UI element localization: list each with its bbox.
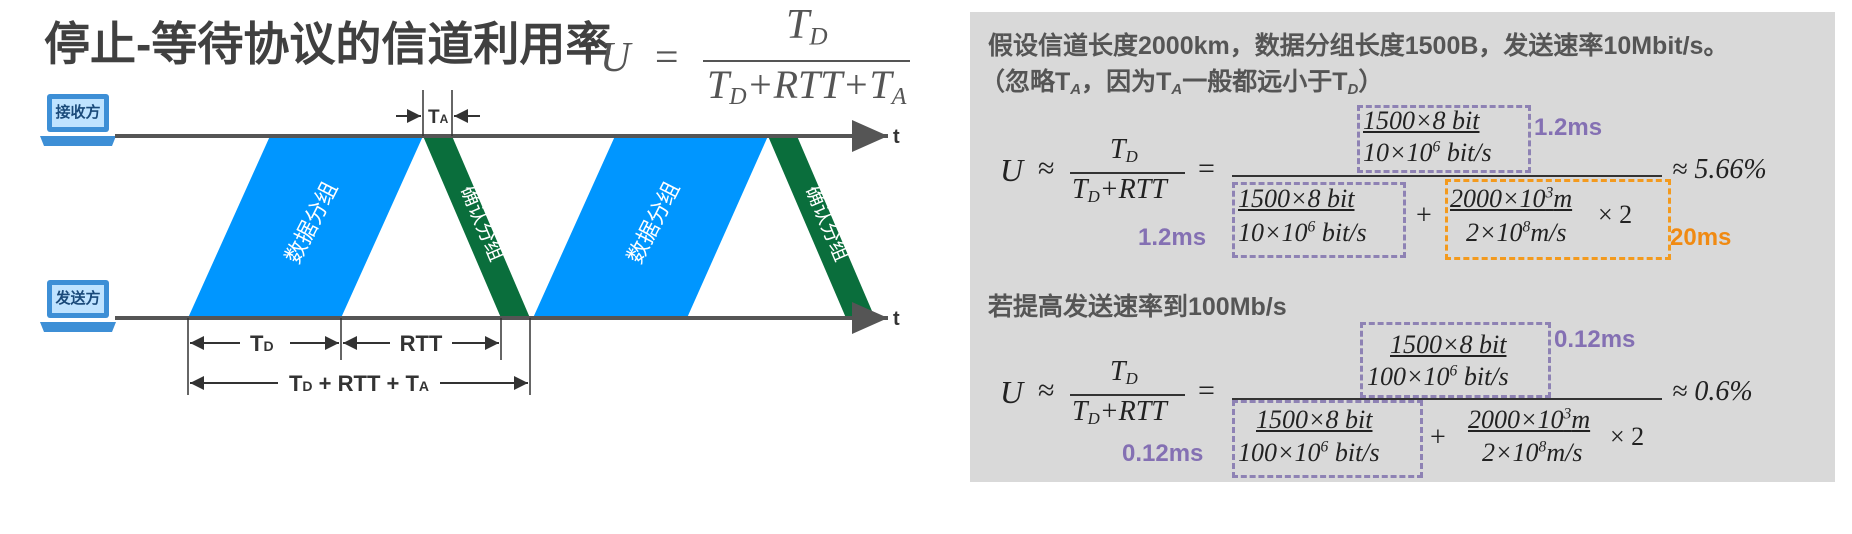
eq1-bot-num2: 2000×103m (1450, 184, 1573, 213)
eq2-u: U (1000, 374, 1024, 410)
eq1-top-den: 10×106 bit/s (1363, 138, 1492, 167)
faster-rate-statement: 若提高发送速率到100Mb/s (988, 293, 1287, 321)
formula-u: U (600, 34, 631, 81)
eq1-right-box (1445, 179, 1671, 260)
t-axis-bottom-label: t (893, 308, 900, 330)
title-formula: U = TD TD+RTT+TA (600, 2, 911, 120)
formula-num-sub: D (809, 23, 828, 51)
td-label: TD (250, 331, 274, 356)
total-time-label: TD + RTT + TA (289, 371, 429, 396)
eq2-top-den: 100×106 bit/s (1367, 362, 1509, 391)
eq1-u: U (1000, 152, 1024, 188)
eq1-bot-num1: 1500×8 bit (1238, 184, 1355, 213)
eq2-lhs-den: TD+RTT (1072, 396, 1167, 429)
eq1-lhs-num: TD (1110, 134, 1138, 167)
eq2-bot-num2: 2000×103m (1468, 405, 1591, 434)
eq1-top-box (1357, 105, 1531, 173)
eq2-equals: = (1198, 374, 1215, 407)
eq1-equals: = (1198, 152, 1215, 185)
eq1-plus: + (1416, 200, 1432, 231)
calculation-panel: 假设信道长度2000km，数据分组长度1500B，发送速率10Mbit/s。 （… (970, 12, 1835, 482)
eq1-times-two: × 2 (1598, 200, 1633, 229)
sender-computer-icon (40, 280, 116, 332)
eq2-lhs-num: TD (1110, 356, 1138, 389)
slide-title: 停止-等待协议的信道利用率 (44, 18, 612, 70)
formula-equals: = (654, 34, 679, 81)
receiver-computer-icon (40, 94, 116, 146)
formula-den-a: T (707, 62, 730, 108)
eq2-top-num: 1500×8 bit (1390, 330, 1507, 359)
eq2-plus: + (1430, 422, 1446, 453)
eq1-result: ≈ 5.66% (1672, 154, 1767, 185)
receiver-label: 接收方 (55, 103, 100, 121)
data-packet-1 (188, 136, 423, 318)
eq2-bot-den2: 2×108m/s (1482, 438, 1583, 467)
eq2-bot-num1: 1500×8 bit (1256, 405, 1373, 434)
formula-fraction: TD TD+RTT+TA (703, 2, 911, 120)
eq1-lhs-den: TD+RTT (1072, 174, 1167, 207)
formula-den-b-sub: A (891, 84, 907, 111)
eq2-result: ≈ 0.6% (1672, 376, 1753, 407)
ack-packet-2 (768, 136, 875, 318)
stop-wait-diagram: 接收方 发送方 t t 数据分组 数据分组 确认分组 确认分组 TA TD RT… (40, 90, 900, 396)
eq2-times-two: × 2 (1610, 422, 1645, 451)
eq2-label-left: 0.12ms (1122, 440, 1204, 467)
ta-label: TA (428, 107, 449, 128)
formula-den-b: +RTT+T (746, 62, 892, 108)
eq2-left-box (1232, 400, 1423, 478)
eq2-approx: ≈ (1038, 374, 1055, 407)
problem-statement: 假设信道长度2000km，数据分组长度1500B，发送速率10Mbit/s。 (988, 32, 1729, 60)
eq2-label-top: 0.12ms (1554, 326, 1636, 353)
data-packet-2 (533, 136, 768, 318)
t-axis-top-label: t (893, 126, 900, 148)
ignore-ta-note: （忽略TA，因为TA一般都远小于TD） (980, 68, 1384, 98)
eq1-label-top: 1.2ms (1534, 114, 1603, 141)
ack-packet-1 (423, 136, 530, 318)
eq1-approx: ≈ (1038, 152, 1055, 185)
rtt-label: RTT (400, 331, 443, 356)
eq1-bot-den1: 10×106 bit/s (1238, 218, 1367, 247)
sender-label: 发送方 (54, 289, 100, 307)
formula-den-a-sub: D (729, 84, 747, 111)
eq1-left-box (1232, 182, 1406, 258)
eq1-label-left: 1.2ms (1138, 224, 1207, 251)
eq2-top-box (1360, 322, 1551, 398)
eq2-bot-den1: 100×106 bit/s (1238, 438, 1380, 467)
eq1-top-num: 1500×8 bit (1363, 106, 1480, 135)
eq1-bot-den2: 2×108m/s (1466, 218, 1567, 247)
eq1-label-right: 20ms (1670, 224, 1732, 251)
formula-num: T (785, 2, 810, 48)
